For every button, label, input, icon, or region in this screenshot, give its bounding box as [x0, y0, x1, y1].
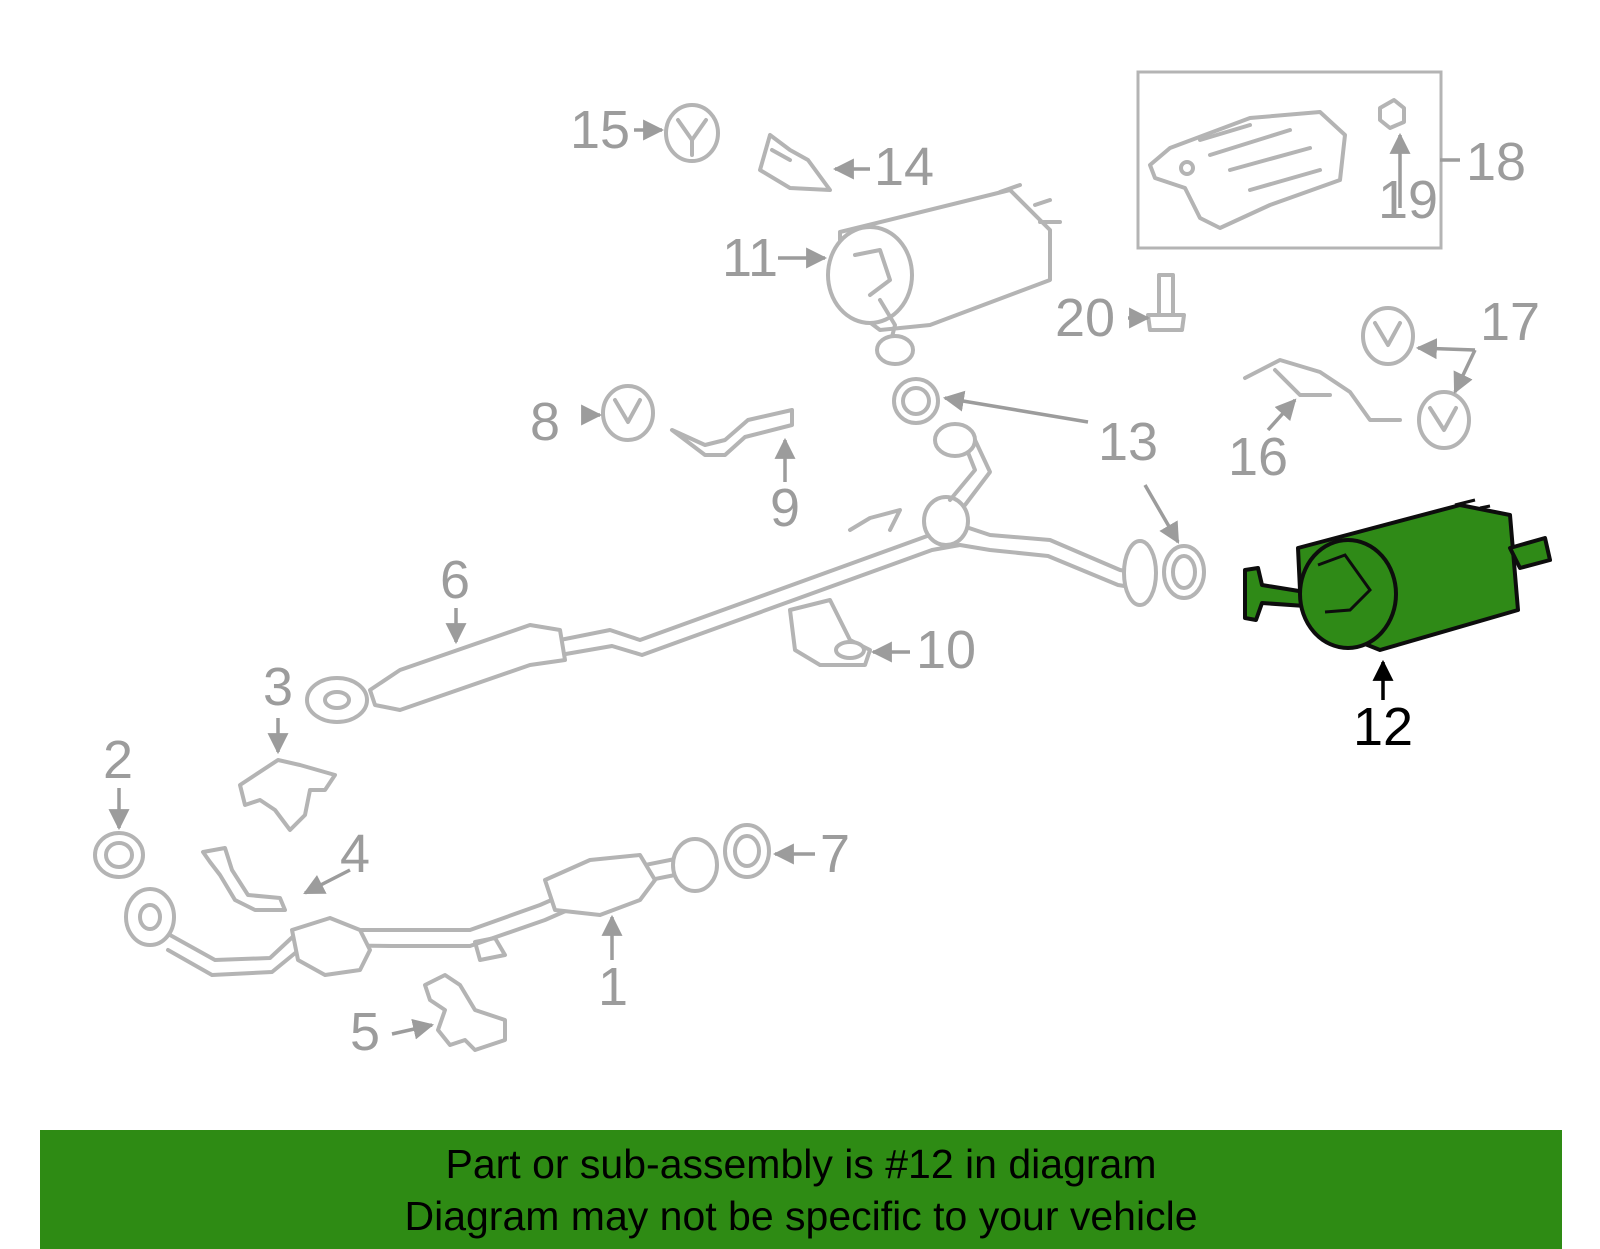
center-pipe-6 [305, 422, 1158, 724]
muffler-12 [1243, 498, 1552, 652]
callout-14: 14 [874, 137, 934, 197]
callout-1: 1 [598, 957, 628, 1017]
gaskets-13 [892, 377, 1206, 600]
hanger-15 [664, 103, 720, 163]
heat-shield-group [1136, 70, 1443, 250]
gasket-2 [93, 831, 145, 879]
gasket-7 [723, 823, 771, 879]
callout-20: 20 [1055, 288, 1115, 348]
callout-4: 4 [340, 824, 370, 884]
bracket-5 [423, 973, 507, 1052]
hanger-8 [601, 384, 655, 442]
callout-15: 15 [570, 100, 630, 160]
callout-7: 7 [820, 824, 850, 884]
front-pipe-1 [124, 837, 719, 977]
bracket-16 [1243, 358, 1402, 422]
banner-line-disclaimer: Diagram may not be specific to your vehi… [404, 1193, 1198, 1239]
bolt-20 [1146, 273, 1186, 332]
callout-16: 16 [1228, 427, 1288, 487]
exhaust-system-diagram: 15 14 11 19 18 20 17 16 13 8 9 6 10 3 2 … [93, 70, 1552, 1062]
bracket-3 [238, 758, 337, 832]
bracket-4 [201, 846, 287, 912]
callout-19: 19 [1378, 170, 1438, 230]
callout-18: 18 [1466, 132, 1526, 192]
banner-line-part: Part or sub-assembly is #12 in diagram [445, 1141, 1157, 1187]
callout-3: 3 [263, 657, 293, 717]
callout-8: 8 [530, 392, 560, 452]
bracket-9 [670, 408, 794, 457]
callout-6: 6 [440, 550, 470, 610]
muffler-11 [826, 183, 1062, 366]
callout-labels: 15 14 11 19 18 20 17 16 13 8 9 6 10 3 2 … [103, 100, 1540, 1062]
bracket-14 [758, 133, 832, 192]
callout-12: 12 [1353, 697, 1413, 757]
info-banner: Part or sub-assembly is #12 in diagram D… [40, 1130, 1562, 1249]
damper-10 [788, 598, 872, 667]
callout-2: 2 [103, 730, 133, 790]
callout-13: 13 [1098, 412, 1158, 472]
callout-5: 5 [350, 1002, 380, 1062]
callout-9: 9 [770, 478, 800, 538]
callout-10: 10 [916, 620, 976, 680]
leader-lines [108, 119, 1477, 1040]
callout-17: 17 [1480, 292, 1540, 352]
hangers-17 [1361, 306, 1471, 450]
callout-11: 11 [722, 228, 778, 288]
